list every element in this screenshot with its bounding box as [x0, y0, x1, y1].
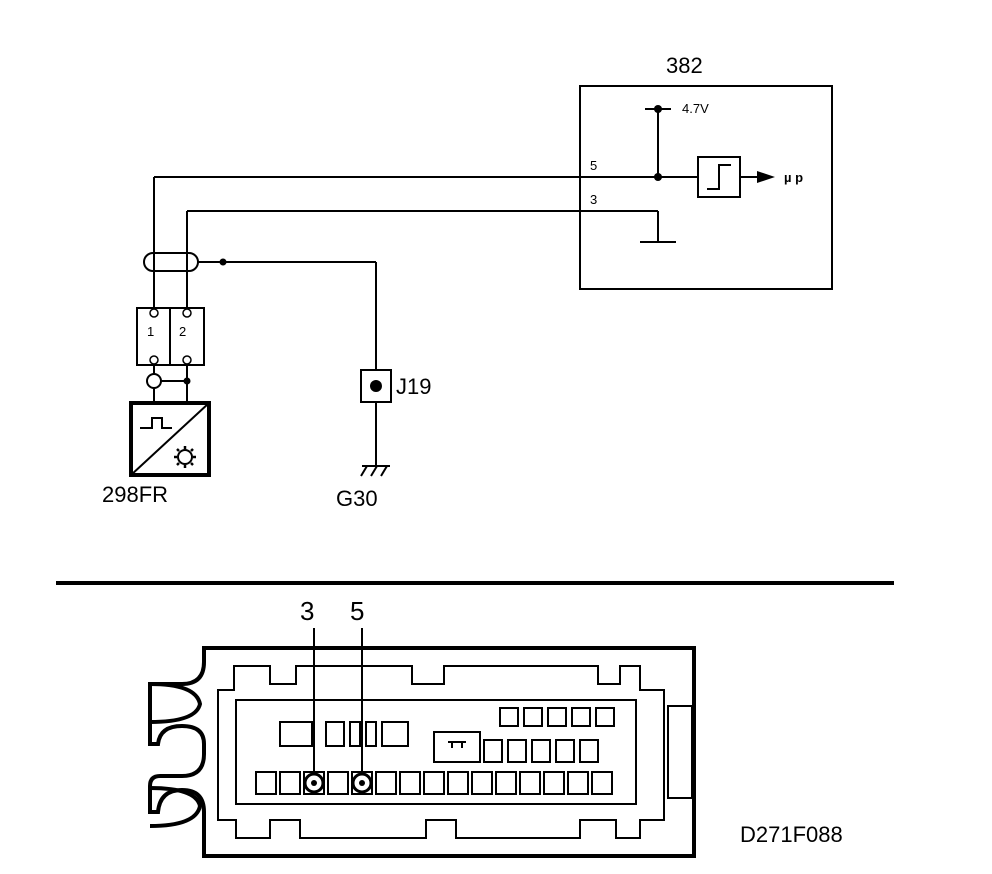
ecu-382: 382 4.7V 5 3 µ p: [579, 53, 833, 290]
ecu-pin-3-label: 3: [590, 192, 597, 207]
trigger-symbol-icon: [707, 164, 731, 190]
pulse-icon: [140, 417, 172, 429]
connector-face-view: 3 5: [148, 596, 696, 858]
cavity-row-top: [499, 707, 615, 727]
inline-connector: 1 2: [136, 307, 205, 403]
shield-termination-icon: [146, 373, 162, 389]
gear-icon: [174, 446, 196, 468]
cavity-row-bottom: [255, 771, 613, 795]
pin-field: [235, 699, 637, 805]
figure-code: D271F088: [740, 822, 843, 847]
connector-housing: [148, 646, 696, 858]
shield-icon: [143, 252, 199, 272]
connector-pin-1: 1: [147, 324, 154, 339]
junction-j19: J19: [360, 369, 431, 466]
connector-latch: [667, 705, 693, 799]
sensor-id-label: 298FR: [102, 482, 168, 507]
sensor-298fr: 298FR: [102, 401, 211, 507]
supply-voltage-label: 4.7V: [682, 101, 709, 116]
ecu-pin-5-label: 5: [590, 158, 597, 173]
output-label: µ p: [784, 170, 803, 185]
output-arrow-icon: [757, 171, 775, 183]
harness-wires: [143, 176, 580, 370]
ecu-box: [579, 85, 833, 290]
cavity-row-middle-left: [279, 721, 409, 747]
junction-id-label: J19: [396, 374, 431, 399]
connector-pin-2: 2: [179, 324, 186, 339]
ecu-id-label: 382: [666, 53, 703, 78]
ground-g30: G30: [336, 465, 390, 511]
connector-inner-outline: [217, 665, 665, 839]
sensor-box: [129, 401, 211, 477]
ground-id-label: G30: [336, 486, 378, 511]
callout-pin-3: 3: [300, 596, 314, 626]
cavity-row-middle-right: [433, 731, 599, 763]
callout-pin-5: 5: [350, 596, 364, 626]
